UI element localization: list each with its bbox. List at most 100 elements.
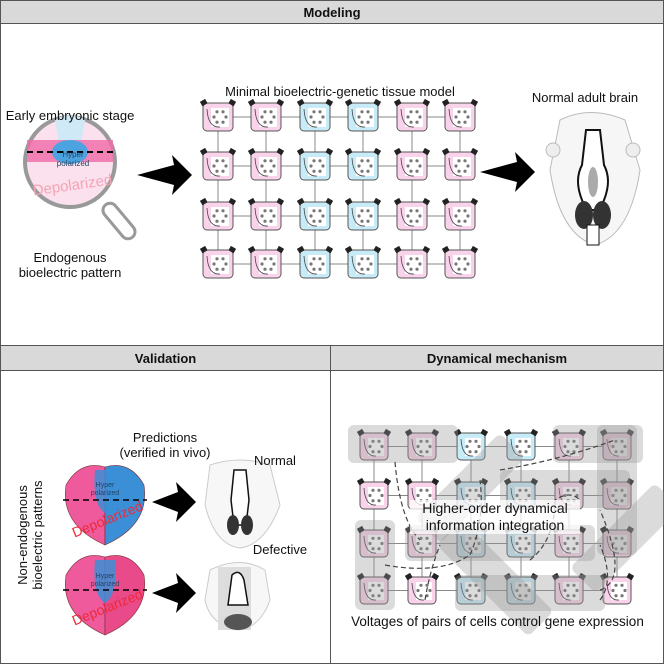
- dyn-cell: [453, 428, 489, 461]
- interaction-band: [553, 425, 643, 463]
- gene-node: [614, 536, 618, 540]
- gene-node: [380, 588, 384, 593]
- gene-node: [454, 115, 458, 119]
- gene-node: [415, 209, 419, 213]
- gene-node: [518, 583, 522, 587]
- gene-node: [566, 583, 570, 587]
- ion-channel-icon: [325, 197, 334, 206]
- model-cell: [247, 147, 285, 181]
- gene-node: [318, 257, 322, 261]
- gene-node: [312, 209, 316, 213]
- gene-node: [409, 267, 413, 271]
- gene-node: [611, 444, 615, 449]
- signal-path: [448, 207, 463, 227]
- gene-node: [318, 120, 322, 124]
- gene-node: [221, 209, 225, 213]
- ion-channel-icon: [247, 197, 256, 206]
- gene-node: [366, 110, 370, 114]
- ion-channel-icon: [422, 245, 431, 254]
- brain-title: Normal adult brain: [531, 90, 639, 105]
- gene-node: [419, 583, 423, 587]
- ion-channel-icon: [296, 245, 305, 254]
- signal-path: [351, 255, 366, 275]
- gene-node: [474, 583, 478, 587]
- gene-node: [425, 450, 429, 454]
- ion-channel-icon: [453, 477, 462, 486]
- gene-node: [415, 267, 419, 271]
- gene-node: [515, 493, 519, 498]
- signal-path: [303, 255, 318, 275]
- gene-node: [406, 262, 410, 266]
- gene-node: [425, 536, 429, 540]
- model-cell: [247, 98, 285, 132]
- model-cell: [247, 197, 285, 231]
- gene-node: [527, 444, 531, 449]
- gene-node: [457, 209, 461, 213]
- ion-channel-icon: [480, 477, 489, 486]
- gene-node: [518, 488, 522, 492]
- gene-node: [575, 541, 579, 546]
- gene-node: [269, 219, 273, 223]
- ion-channel-icon: [393, 245, 402, 254]
- arrow-normal: [152, 482, 196, 522]
- gene-node: [416, 493, 420, 498]
- gene-node: [428, 444, 432, 449]
- gene-node: [409, 120, 413, 124]
- eye-icon: [625, 142, 641, 158]
- gene-node: [215, 110, 219, 114]
- gene-node: [377, 488, 381, 492]
- gene-node: [623, 493, 627, 498]
- gene-node: [415, 219, 419, 223]
- gene-node: [572, 594, 576, 598]
- gene-node: [614, 439, 618, 443]
- gene-node: [318, 159, 322, 163]
- ion-channel-icon: [470, 197, 479, 206]
- ion-channel-icon: [356, 525, 365, 534]
- gene-node: [527, 493, 531, 498]
- gene-node: [371, 488, 375, 492]
- gene-node: [224, 262, 228, 266]
- gene-node: [224, 115, 228, 119]
- gene-node: [463, 257, 467, 261]
- gene-node: [572, 488, 576, 492]
- gene-node: [366, 209, 370, 213]
- gene-node: [566, 450, 570, 454]
- gene-node: [428, 588, 432, 593]
- gene-node: [566, 488, 570, 492]
- gene-node: [524, 536, 528, 540]
- gene-node: [366, 257, 370, 261]
- gene-node: [563, 588, 567, 593]
- gene-node: [416, 541, 420, 546]
- non-endogenous-line-1: Non-endogenous: [15, 485, 30, 585]
- signal-path: [303, 157, 318, 177]
- ion-channel-icon: [551, 572, 560, 581]
- dyn-cell: [356, 428, 392, 461]
- gene-node: [368, 444, 372, 449]
- arrow-to-model: [137, 155, 192, 195]
- gene-node: [620, 439, 624, 443]
- gene-node: [269, 159, 273, 163]
- gene-node: [468, 439, 472, 443]
- dyn-cell: [503, 428, 539, 461]
- arrow-defective: [152, 573, 196, 613]
- interaction-band: [355, 520, 395, 610]
- signal-path: [254, 207, 269, 227]
- gene-node: [263, 219, 267, 223]
- ion-channel-icon: [325, 147, 334, 156]
- ion-channel-icon: [247, 98, 256, 107]
- gene-node: [366, 120, 370, 124]
- non-endogenous-line-2: bioelectric patterns: [30, 480, 45, 590]
- model-cell: [199, 245, 237, 279]
- gene-node: [369, 214, 373, 218]
- information-flow-arrow: [424, 544, 441, 601]
- gene-node: [419, 594, 423, 598]
- signal-path: [510, 438, 524, 457]
- gene-node: [465, 444, 469, 449]
- signal-path: [206, 255, 221, 275]
- gene-node: [527, 588, 531, 593]
- interaction-band: [500, 470, 630, 508]
- ion-channel-icon: [551, 428, 560, 437]
- ion-channel-icon: [404, 477, 413, 486]
- signal-path: [351, 108, 366, 128]
